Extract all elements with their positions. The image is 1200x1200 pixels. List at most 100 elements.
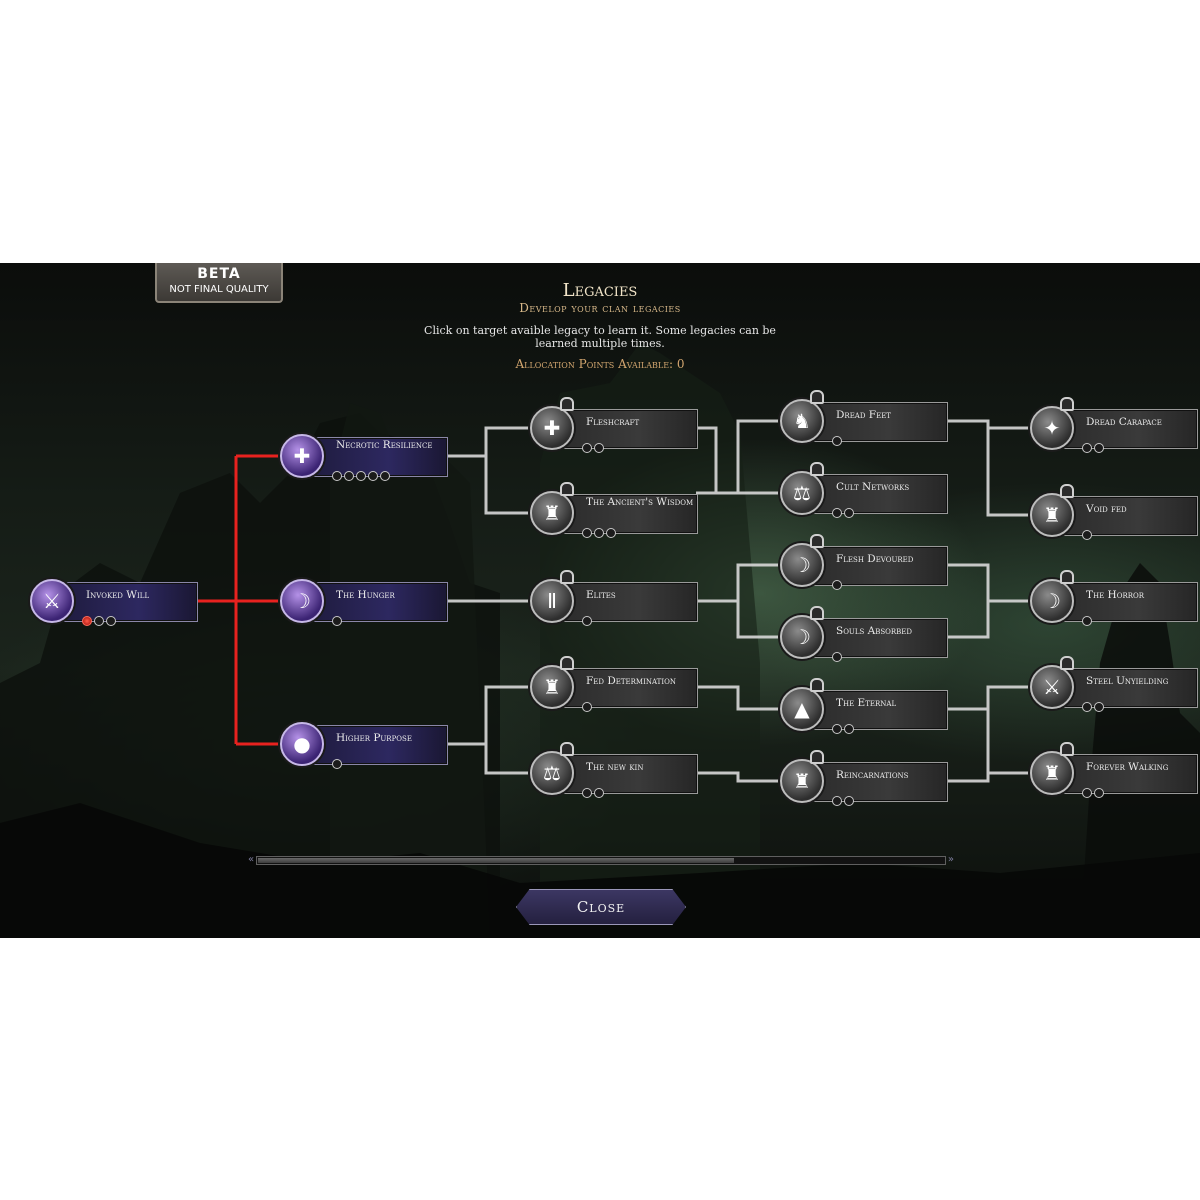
rank-pip-empty <box>356 471 366 481</box>
rank-pips <box>582 616 592 626</box>
legacy-the-horror[interactable]: ☽ The Horror <box>1030 570 1200 626</box>
rank-pip-empty <box>94 616 104 626</box>
legacy-dread-feet[interactable]: ♞ Dread Feet <box>780 390 950 446</box>
lock-icon <box>1060 570 1074 584</box>
lock-icon <box>810 390 824 404</box>
lock-icon <box>560 397 574 411</box>
page-title: Legacies <box>562 280 638 301</box>
rank-pip-empty <box>1082 443 1092 453</box>
legacy-souls-absorbed[interactable]: ☽ Souls Absorbed <box>780 606 950 662</box>
close-button[interactable]: Close <box>516 889 686 925</box>
rank-pip-empty <box>1094 702 1104 712</box>
rank-pips <box>1082 443 1104 453</box>
lock-icon <box>1060 484 1074 498</box>
legacy-label: Cult Networks <box>836 481 910 493</box>
rank-pips <box>332 471 390 481</box>
legacy-label: Forever Walking <box>1086 761 1169 773</box>
rank-pip-empty <box>582 443 592 453</box>
legacy-reincarnations[interactable]: ♜ Reincarnations <box>780 750 950 806</box>
legacy-dread-carapace[interactable]: ✦ Dread Carapace <box>1030 397 1200 453</box>
rank-pip-learned <box>82 616 92 626</box>
legacy-label: Reincarnations <box>836 769 909 781</box>
legacy-label: Dread Carapace <box>1086 416 1162 428</box>
legacy-necrotic-resilience[interactable]: ✚ Necrotic Resilience <box>280 432 450 481</box>
legacy-higher-purpose[interactable]: ● Higher Purpose <box>280 720 450 769</box>
lock-icon <box>810 606 824 620</box>
claw-icon: ☽ <box>280 579 324 623</box>
legacy-label: The Hunger <box>336 589 395 601</box>
rank-pips <box>1082 702 1104 712</box>
rank-pip-empty <box>332 759 342 769</box>
scroll-left-arrow-icon[interactable]: « <box>248 854 255 865</box>
legacy-plate <box>550 582 698 622</box>
legacy-plate <box>300 437 448 477</box>
legacy-the-ancients-wisdom[interactable]: ♜ The Ancient's Wisdom <box>530 482 700 538</box>
legacy-plate <box>800 690 948 730</box>
legacies-screen: BETA NOT FINAL QUALITY Legacies Develop … <box>0 263 1200 938</box>
rank-pip-empty <box>832 724 842 734</box>
rank-pip-empty <box>832 652 842 662</box>
rank-pips <box>832 652 842 662</box>
rank-pip-empty <box>344 471 354 481</box>
roman-two-icon: Ⅱ <box>530 579 574 623</box>
rank-pips <box>582 702 592 712</box>
legacy-label: Souls Absorbed <box>836 625 913 637</box>
legacy-the-new-kin[interactable]: ⚖ The new kin <box>530 742 700 798</box>
legacy-void-fed[interactable]: ♜ Void fed <box>1030 484 1200 540</box>
lock-icon <box>810 678 824 692</box>
lock-icon <box>560 482 574 496</box>
legacy-label: Steel Unyielding <box>1086 675 1169 687</box>
legacy-label: Elites <box>586 589 616 601</box>
legacy-elites[interactable]: Ⅱ Elites <box>530 570 700 626</box>
lock-icon <box>1060 656 1074 670</box>
rank-pip-empty <box>582 702 592 712</box>
legacy-plate <box>550 494 698 534</box>
rank-pip-empty <box>832 508 842 518</box>
rank-pip-empty <box>844 508 854 518</box>
legacy-plate <box>1050 668 1198 708</box>
rank-pip-empty <box>844 724 854 734</box>
rank-pips <box>1082 788 1104 798</box>
legacy-label: The Eternal <box>836 697 897 709</box>
lock-icon <box>560 742 574 756</box>
figure-icon: ♜ <box>530 491 574 535</box>
rank-pip-empty <box>1082 702 1092 712</box>
beta-quality-note: NOT FINAL QUALITY <box>169 284 269 295</box>
rank-pip-empty <box>380 471 390 481</box>
rank-pip-empty <box>332 616 342 626</box>
legacy-fed-determination[interactable]: ♜ Fed Determination <box>530 656 700 712</box>
rank-pips <box>332 616 342 626</box>
legacy-label: Dread Feet <box>836 409 891 421</box>
horizontal-scrollbar[interactable]: « » <box>248 853 954 867</box>
legacy-plate <box>300 582 448 622</box>
rank-pip-empty <box>332 471 342 481</box>
heart-cross-icon: ✚ <box>530 406 574 450</box>
legacy-plate <box>800 618 948 658</box>
scroll-right-arrow-icon[interactable]: » <box>947 854 954 865</box>
legacy-invoked-will[interactable]: ⚔ Invoked Will <box>30 577 200 626</box>
legacy-the-hunger[interactable]: ☽ The Hunger <box>280 577 450 626</box>
legacy-fleshcraft[interactable]: ✚ Fleshcraft <box>530 397 700 453</box>
legacy-label: Necrotic Resilience <box>336 439 433 451</box>
rank-pip-empty <box>832 580 842 590</box>
legacy-steel-unyielding[interactable]: ⚔ Steel Unyielding <box>1030 656 1200 712</box>
legacy-flesh-devoured[interactable]: ☽ Flesh Devoured <box>780 534 950 590</box>
legacy-the-eternal[interactable]: ▲ The Eternal <box>780 678 950 734</box>
rank-pip-empty <box>832 796 842 806</box>
triangle-icon: ▲ <box>780 687 824 731</box>
legacy-plate <box>1050 496 1198 536</box>
scroll-thumb[interactable] <box>258 858 734 863</box>
rank-pips <box>832 508 854 518</box>
lock-icon <box>1060 397 1074 411</box>
legacy-label: Higher Purpose <box>336 732 412 744</box>
legacy-label: Fed Determination <box>586 675 676 687</box>
rank-pips <box>1082 616 1092 626</box>
claw-icon: ☽ <box>1030 579 1074 623</box>
lock-icon <box>560 570 574 584</box>
legacy-label: Flesh Devoured <box>836 553 914 565</box>
legacy-label: The Horror <box>1086 589 1145 601</box>
legacy-cult-networks[interactable]: ⚖ Cult Networks <box>780 462 950 518</box>
heart-cross-icon: ✚ <box>280 434 324 478</box>
legacy-forever-walking[interactable]: ♜ Forever Walking <box>1030 742 1200 798</box>
rank-pips <box>82 616 116 626</box>
